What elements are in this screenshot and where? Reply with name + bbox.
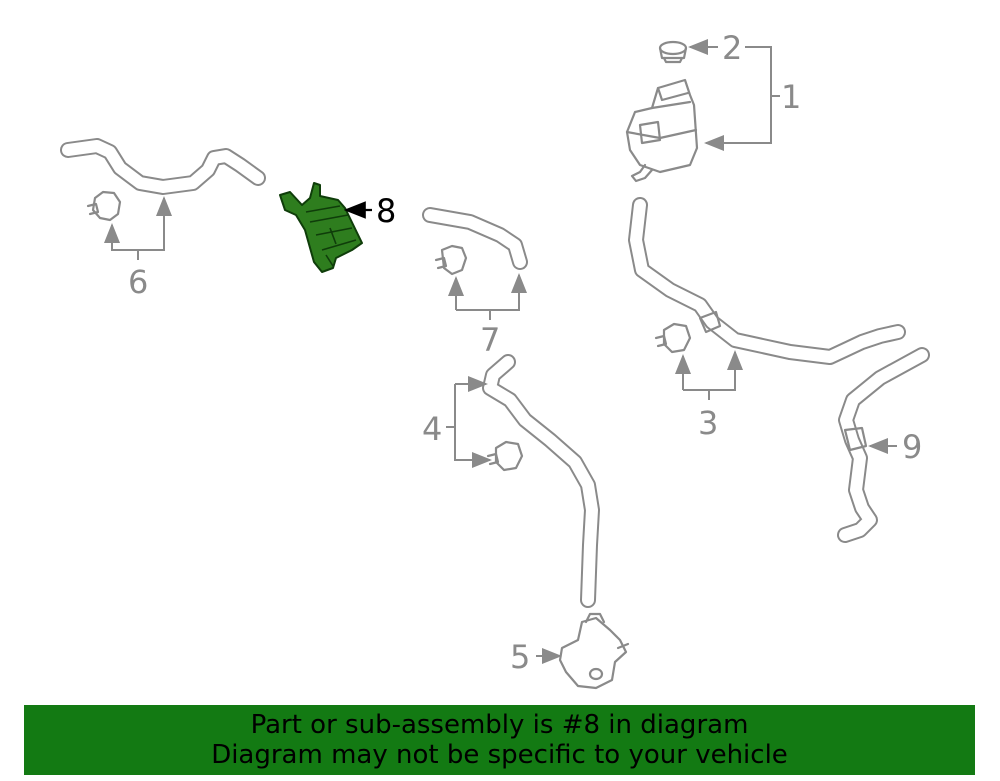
hose-9 [837, 347, 930, 543]
clip-4 [486, 440, 524, 472]
reservoir-cap [658, 40, 688, 64]
hose-4 [482, 354, 600, 608]
hose-7 [422, 207, 528, 270]
clip-7 [434, 244, 468, 276]
leader-4-clip [454, 384, 492, 468]
callout-3: 3 [698, 404, 718, 442]
banner-line-2: Diagram may not be specific to your vehi… [211, 740, 788, 770]
callout-1: 1 [781, 78, 801, 116]
parts-diagram: 2 1 6 8 7 [60, 29, 930, 690]
coolant-reservoir [625, 78, 699, 183]
clip-3 [654, 322, 692, 354]
leader-3 [683, 350, 743, 391]
callout-8: 8 [376, 192, 396, 230]
callout-7: 7 [480, 321, 500, 359]
callout-4: 4 [422, 410, 442, 448]
leader-7 [456, 273, 527, 311]
clip-6 [86, 190, 122, 222]
water-pump [558, 612, 630, 690]
callout-6: 6 [128, 263, 148, 301]
hose-6 [60, 138, 266, 195]
callout-5: 5 [510, 638, 530, 676]
banner-line-1: Part or sub-assembly is #8 in diagram [250, 710, 749, 740]
callout-2: 2 [722, 29, 742, 67]
highlighted-part-8 [279, 182, 363, 273]
hose-3 [628, 197, 906, 365]
fitment-notice-banner: Part or sub-assembly is #8 in diagram Di… [24, 705, 975, 775]
callout-9: 9 [902, 428, 922, 466]
